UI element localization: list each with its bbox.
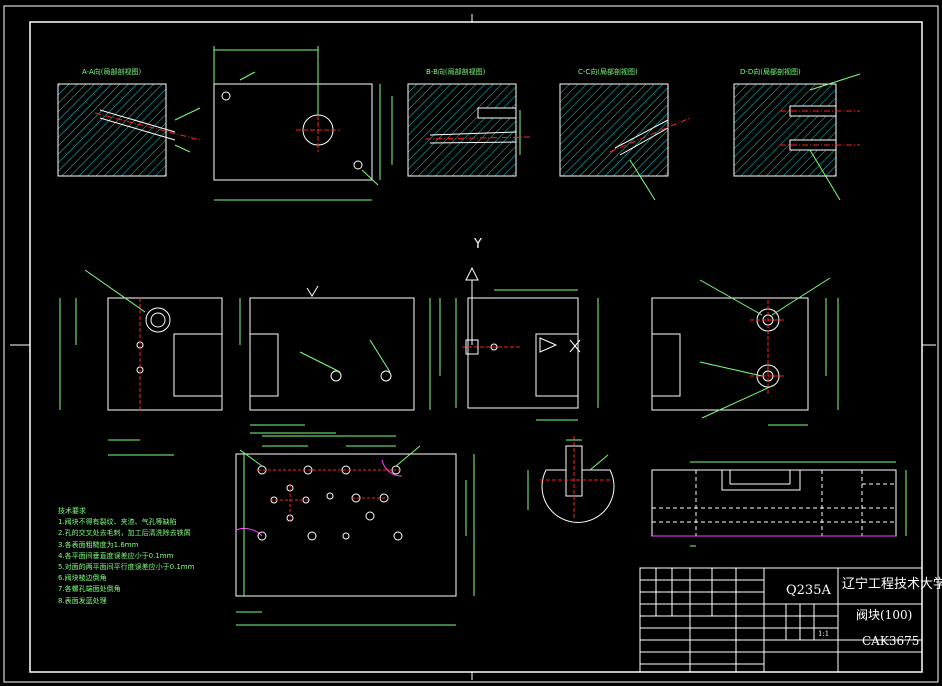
view-d-d[interactable]: D-D向(局部剖视图) xyxy=(733,67,861,201)
note-item: 3.各表面粗糙度为1.6mm xyxy=(58,540,139,549)
school-name: 辽宁工程技术大学 xyxy=(842,577,942,592)
technical-notes: 技术要求 1.阀块不得有裂纹、夹渣、气孔等缺陷 2.孔的交叉处去毛刺，加工后清洗… xyxy=(58,506,228,607)
view-far-right[interactable] xyxy=(651,277,839,426)
material-label: Q235A xyxy=(786,583,831,598)
view-a-a[interactable]: A-A向(局部剖视图) xyxy=(57,67,201,177)
drawing-number: CAK3675 xyxy=(862,634,920,648)
note-item: 2.孔的交叉处去毛刺，加工后清洗除去铁屑 xyxy=(58,529,191,538)
view-front[interactable] xyxy=(249,285,441,434)
view-left-side[interactable] xyxy=(59,269,241,456)
title-block xyxy=(639,567,923,673)
note-item: 7.各螺孔端面处倒角 xyxy=(58,585,121,594)
axis-indicator: Y xyxy=(465,237,482,345)
scale-value: 1:1 xyxy=(818,630,830,638)
axis-y-label: Y xyxy=(473,237,482,252)
notes-title: 技术要求 xyxy=(58,507,86,515)
view-d-label: D-D向(局部剖视图) xyxy=(740,67,801,76)
sheet-border xyxy=(3,5,939,683)
view-c-label: C-C向(局部剖视图) xyxy=(578,67,638,76)
view-b-label: B-B向(局部剖视图) xyxy=(426,67,486,76)
note-item: 1.阀块不得有裂纹、夹渣、气孔等缺陷 xyxy=(58,518,177,527)
view-detail-circle[interactable] xyxy=(527,436,615,523)
note-item: 5.对面的两平面间平行度误差应小于0.1mm xyxy=(58,563,195,572)
view-right-center[interactable] xyxy=(455,289,599,421)
view-c-c[interactable]: C-C向(局部剖视图) xyxy=(559,67,691,201)
view-top-plate[interactable] xyxy=(213,46,393,201)
view-b-b[interactable]: B-B向(局部剖视图) xyxy=(407,67,531,177)
part-name: 阀块(100) xyxy=(856,608,913,622)
note-item: 4.各平面间垂直度误差应小于0.1mm xyxy=(58,551,174,560)
view-a-label: A-A向(局部剖视图) xyxy=(82,67,142,76)
view-long-side[interactable] xyxy=(651,461,907,547)
view-bottom-holes[interactable] xyxy=(235,435,475,626)
note-item: 8.表面发蓝处理 xyxy=(58,596,107,605)
note-item: 6.阀块棱边倒角 xyxy=(58,574,107,583)
